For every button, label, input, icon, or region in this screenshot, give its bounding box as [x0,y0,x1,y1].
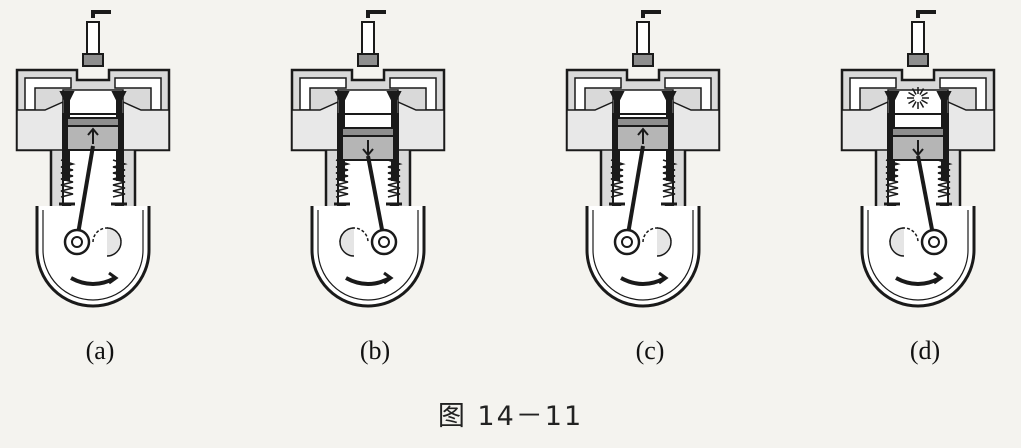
spark-ray [911,88,917,95]
exhaust-valve-spring [387,159,403,198]
spark-ray [908,91,915,97]
spark-burst [907,87,929,109]
spark-plug-base [357,53,379,67]
figure-c-label: (c) [635,336,665,365]
figure-d: (d) [825,0,1021,365]
crank-pin-center [378,236,390,248]
spark-ray [919,88,925,95]
spark-plug-terminal [366,10,386,18]
figure-c: (c) [550,0,750,365]
piston-rings [341,127,395,137]
exhaust-valve-spring [662,159,678,198]
engine-group [840,10,996,308]
spark-plug-body [361,21,375,55]
intake-valve-spring [60,159,76,198]
piston-rings [66,117,120,127]
intake-valve-spring [610,159,626,198]
engine-diagram-a [15,10,171,308]
piston-direction-arrow [912,140,924,157]
exhaust-valve-spring [937,159,953,198]
engine-group [565,10,721,308]
rotation-arrowhead [933,271,944,285]
connecting-rod [916,155,936,241]
engine-diagram-d [840,10,996,308]
spark-plug-body [911,21,925,55]
figure-d-label: (d) [909,336,941,365]
spark-plug-terminal [916,10,936,18]
connecting-rod [366,155,386,241]
spark-plug-body [636,21,650,55]
counterweight [889,227,905,257]
rotation-arrowhead [658,271,669,285]
exhaust-valve-spring [112,159,128,198]
piston-rings [616,117,670,127]
figure-caption: 图 14－11 [437,401,584,432]
piston-direction-arrow [87,127,99,144]
spark-ray [919,101,925,108]
engine-group [15,10,171,308]
spark-plug-base [82,53,104,67]
crankcase-inner [592,210,694,301]
spark-plug-terminal [91,10,111,18]
crank-pin-center [621,236,633,248]
rotation-arrowhead [383,271,394,285]
crank-pin-center [71,236,83,248]
figure-b-label: (b) [359,336,391,365]
crankcase [860,206,976,308]
counterweight [106,227,122,257]
rotation-arrowhead [108,271,119,285]
intake-valve-spring [335,159,351,198]
crankcase-inner [317,210,419,301]
engine-diagram-b [290,10,446,308]
crankcase-inner [42,210,144,301]
crankcase [35,206,151,308]
spark-ray [921,91,928,97]
crankcase [310,206,426,308]
figure-b: (b) [275,0,475,365]
spark-plug-body [86,21,100,55]
crank-pin-center [928,236,940,248]
piston-direction-arrow [637,127,649,144]
crankcase-inner [867,210,969,301]
figure-a-label: (a) [85,336,115,365]
spark-plug-base [907,53,929,67]
intake-valve-spring [885,159,901,198]
counterweight [339,227,355,257]
spark-ray [921,99,928,105]
piston-rings [891,127,945,137]
engine-diagram-c [565,10,721,308]
spark-plug-terminal [641,10,661,18]
piston-direction-arrow [362,140,374,157]
connecting-rod [75,145,95,241]
engine-group [290,10,446,308]
spark-ray [908,99,915,105]
crankcase [585,206,701,308]
connecting-rod [625,145,645,241]
spark-ray [911,101,917,108]
counterweight [656,227,672,257]
figure-a: (a) [0,0,200,365]
spark-plug-base [632,53,654,67]
